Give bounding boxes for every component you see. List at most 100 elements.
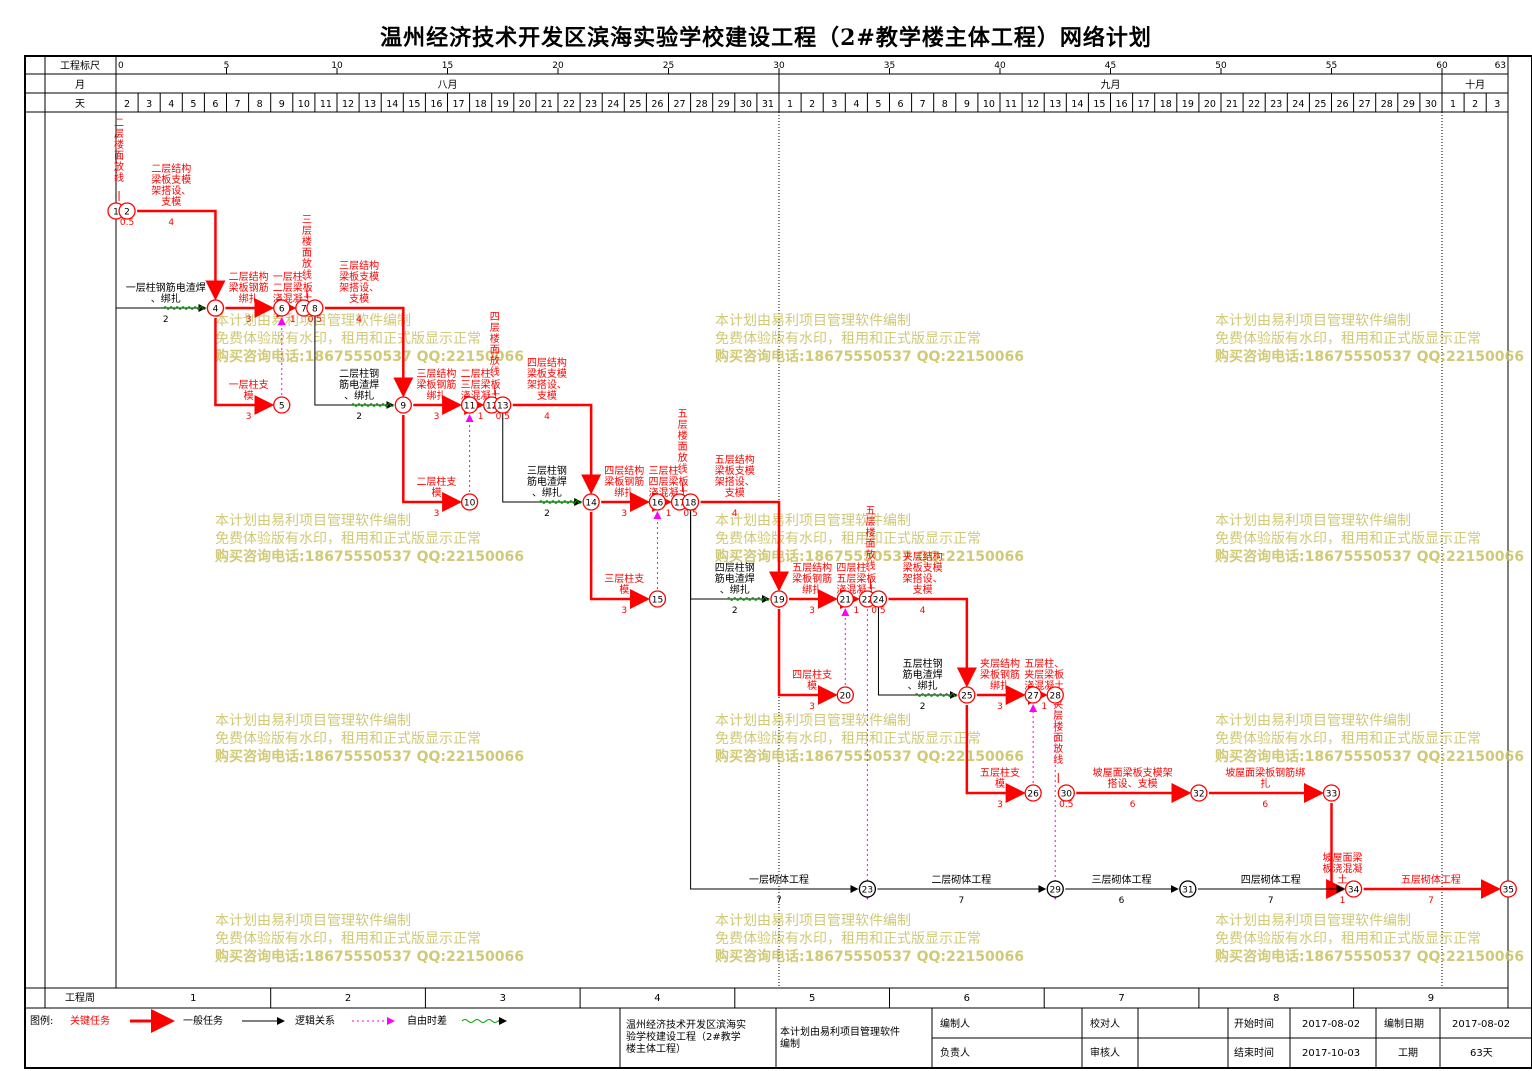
watermark-text: 本计划由易利项目管理软件编制 xyxy=(215,913,411,929)
event-node-number: 15 xyxy=(652,596,663,606)
task-name: 三层柱、 xyxy=(649,464,689,477)
week-label: 4 xyxy=(654,993,660,1004)
event-node xyxy=(394,396,412,414)
event-node-number: 1 xyxy=(113,208,119,218)
task-name: 支模 xyxy=(537,390,557,402)
watermark-text: 购买咨询电话:18675550537 QQ:22150066 xyxy=(715,348,1024,365)
task-name: 三层梁板 xyxy=(461,378,501,391)
task-name: 筋电渣焊 xyxy=(527,475,567,488)
task-name: 三层结构 xyxy=(416,367,456,380)
task-name: 五层柱钢 xyxy=(903,657,943,670)
task-arrow xyxy=(137,209,226,301)
task-name: 支模 xyxy=(349,293,369,305)
task-name: 架搭设、 xyxy=(151,184,191,197)
day-label: 14 xyxy=(386,99,398,110)
task-arrow xyxy=(877,599,958,699)
day-label: 7 xyxy=(235,99,241,110)
event-node-number: 25 xyxy=(961,692,972,702)
watermark-text: 本计划由易利项目管理软件编制 xyxy=(1215,913,1411,929)
task-name: 梁板支模 xyxy=(903,561,943,574)
task-name: 一层砌体工程 xyxy=(749,874,809,886)
footer-compile-date-label: 编制日期 xyxy=(1384,1017,1424,1030)
week-row-label: 工程周 xyxy=(65,992,95,1004)
footer-end-value: 2017-10-03 xyxy=(1302,1048,1360,1059)
event-node-number: 20 xyxy=(840,692,852,702)
day-label: 20 xyxy=(1204,99,1216,110)
task-duration: 0.5 xyxy=(1059,800,1073,810)
task-name: 夹层结构 xyxy=(980,657,1020,670)
watermark-text: 免费体验版有水印，租用和正式版显示正常 xyxy=(715,331,981,347)
task-name: 支模 xyxy=(161,196,181,208)
task-name-vertical: 层 xyxy=(678,419,688,431)
event-node-number: 26 xyxy=(1027,790,1039,800)
day-label: 25 xyxy=(1314,99,1326,110)
event-node xyxy=(1322,784,1341,802)
task-name: 模 xyxy=(431,487,441,499)
task-duration: 2 xyxy=(356,412,362,422)
event-node xyxy=(273,396,291,414)
day-label: 17 xyxy=(453,99,465,110)
task-name: 五层砌体工程 xyxy=(1401,874,1461,886)
legend-logic-label: 逻辑关系 xyxy=(295,1014,335,1027)
footer-start-value: 2017-08-02 xyxy=(1302,1019,1360,1030)
day-label: 21 xyxy=(1226,99,1238,110)
task-name-vertical: 层 xyxy=(490,322,500,334)
task-name-vertical: 三 xyxy=(302,215,312,226)
event-node xyxy=(869,590,888,608)
event-node-number: 34 xyxy=(1348,886,1360,896)
task-name: 一层柱支 xyxy=(229,378,269,391)
task-name: 模 xyxy=(807,680,817,692)
watermark-text: 购买咨询电话:18675550537 QQ:22150066 xyxy=(715,948,1024,965)
task-duration: 6 xyxy=(1130,800,1136,810)
day-label: 2 xyxy=(809,99,815,110)
footer-checker-label: 校对人 xyxy=(1090,1017,1120,1030)
watermark-text: 免费体验版有水印，租用和正式版显示正常 xyxy=(215,531,481,547)
watermark-text: 免费体验版有水印，租用和正式版显示正常 xyxy=(715,731,981,747)
task-name-vertical: 放 xyxy=(1053,742,1063,755)
week-label: 3 xyxy=(500,993,506,1004)
event-node xyxy=(460,493,479,511)
day-label: 22 xyxy=(1248,99,1260,110)
task-name: 三层砌体工程 xyxy=(1092,874,1152,886)
footer-end-label: 结束时间 xyxy=(1234,1046,1274,1059)
event-node xyxy=(836,686,854,704)
scale-tick-label: 60 xyxy=(1436,61,1448,71)
task-duration: 3 xyxy=(809,606,815,616)
task-name-vertical: 线 xyxy=(114,171,124,184)
scale-tick-label: 45 xyxy=(1105,61,1116,71)
day-label: 18 xyxy=(475,99,487,110)
day-label: 13 xyxy=(1049,99,1061,110)
scale-tick-label: 30 xyxy=(773,61,785,71)
event-node-number: 31 xyxy=(1182,886,1193,896)
scale-row-label: 工程标尺 xyxy=(60,60,100,72)
event-node xyxy=(836,590,854,608)
week-label: 8 xyxy=(1273,993,1279,1004)
task-duration: 1 xyxy=(666,509,672,519)
event-node-number: 10 xyxy=(464,499,476,509)
month-label: 八月 xyxy=(438,79,458,91)
day-label: 24 xyxy=(1292,99,1304,110)
event-node xyxy=(858,880,877,898)
watermark-text: 购买咨询电话:18675550537 QQ:22150066 xyxy=(215,948,524,965)
legend-float-label: 自由时差 xyxy=(407,1014,447,1027)
task-name-vertical: 五 xyxy=(865,506,875,517)
week-label: 7 xyxy=(1118,993,1124,1004)
event-node-number: 11 xyxy=(464,402,475,412)
day-label: 4 xyxy=(168,99,174,110)
task-name: 夹层结构 xyxy=(903,550,943,563)
task-name: 四层结构 xyxy=(527,356,567,369)
watermark-text: 购买咨询电话:18675550537 QQ:22150066 xyxy=(1215,948,1524,965)
task-name-vertical: 放 xyxy=(865,548,875,561)
watermark-text: 本计划由易利项目管理软件编制 xyxy=(715,913,911,929)
task-name: 夹层梁板 xyxy=(1024,668,1064,681)
event-node-number: 9 xyxy=(400,402,406,412)
task-name: 绑扎 xyxy=(802,583,822,596)
day-label: 22 xyxy=(563,99,575,110)
task-name-vertical: 层 xyxy=(114,128,124,140)
day-label: 8 xyxy=(942,99,948,110)
task-name: 三层柱支 xyxy=(604,572,644,585)
task-name-vertical: 二 xyxy=(114,118,124,129)
watermark-text: 购买咨询电话:18675550537 QQ:22150066 xyxy=(215,548,524,565)
event-node-number: 7 xyxy=(301,305,307,315)
task-name: 坡屋面梁板支模架 xyxy=(1093,766,1173,779)
